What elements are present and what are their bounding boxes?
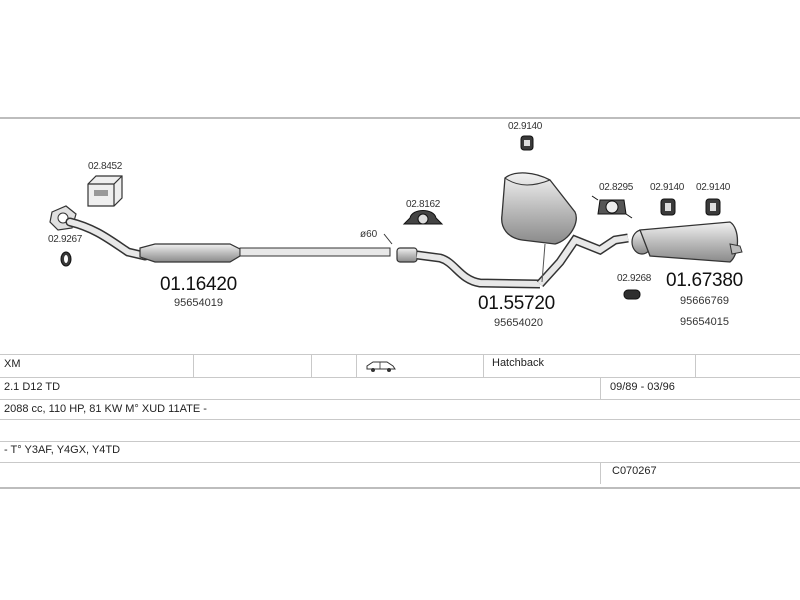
center-silencer-oe-number: 95654020 xyxy=(494,317,543,329)
rear-silencer-number: 01.67380 xyxy=(666,270,743,291)
engine-cell: 2.1 D12 TD xyxy=(4,381,61,393)
gasket-icon xyxy=(60,251,72,267)
rear-silencer-oe-number-1: 95666769 xyxy=(680,295,729,307)
table-divider xyxy=(0,419,800,420)
table-divider xyxy=(0,354,800,355)
model-cell: XM xyxy=(4,358,21,370)
codes-cell: - T° Y3AF, Y4GX, Y4TD xyxy=(4,444,121,456)
center-silencer xyxy=(416,172,629,289)
clamp-icon xyxy=(591,195,633,219)
box-icon xyxy=(87,175,123,207)
rear-silencer-oe-number-2: 95654015 xyxy=(680,316,729,328)
center-silencer-number: 01.55720 xyxy=(478,293,555,314)
specs-cell: 2088 cc, 110 HP, 81 KW M° XUD 11ATE - xyxy=(4,403,207,415)
table-divider xyxy=(0,377,800,378)
front-pipe-number: 01.16420 xyxy=(160,274,237,295)
exhaust-diagram: ø60 xyxy=(49,135,743,300)
years-cell: 09/89 - 03/96 xyxy=(610,381,675,393)
rear-gasket-number: 02.9268 xyxy=(617,273,652,284)
body-type-cell: Hatchback xyxy=(492,357,544,369)
table-divider xyxy=(0,399,800,400)
front-pipe-oe-number: 95654019 xyxy=(174,297,223,309)
table-divider xyxy=(600,462,601,484)
table-divider xyxy=(695,354,696,377)
gasket-icon xyxy=(623,289,641,300)
mounting-kit-number: 02.8452 xyxy=(88,161,123,172)
clamp-top-number: 02.8162 xyxy=(406,199,441,210)
table-divider xyxy=(0,462,800,463)
pipe-sleeve xyxy=(396,247,418,263)
mid-hanger-number: 02.9140 xyxy=(508,121,543,132)
manifold-gasket-number: 02.9267 xyxy=(48,234,83,245)
table-divider xyxy=(600,377,601,399)
catalog-number-cell: C070267 xyxy=(612,465,657,477)
table-divider xyxy=(193,354,194,377)
diameter-arrow xyxy=(383,233,393,245)
rear-clamp-number: 02.8295 xyxy=(599,182,634,193)
rubber-hanger-icon xyxy=(520,135,534,151)
hatchback-car-icon xyxy=(366,361,396,372)
table-divider xyxy=(0,441,800,442)
diagram-frame xyxy=(0,117,800,489)
table-divider xyxy=(483,354,484,377)
clamp-icon xyxy=(402,210,444,225)
rear-silencer xyxy=(631,221,743,263)
front-pipe xyxy=(65,217,391,263)
table-divider xyxy=(311,354,312,377)
rubber-hanger-icon xyxy=(705,198,721,216)
rear-hanger-2-number: 02.9140 xyxy=(696,182,731,193)
rubber-hanger-icon xyxy=(660,198,676,216)
rear-hanger-1-number: 02.9140 xyxy=(650,182,685,193)
pipe-diameter-label: ø60 xyxy=(360,229,378,240)
table-divider xyxy=(356,354,357,377)
